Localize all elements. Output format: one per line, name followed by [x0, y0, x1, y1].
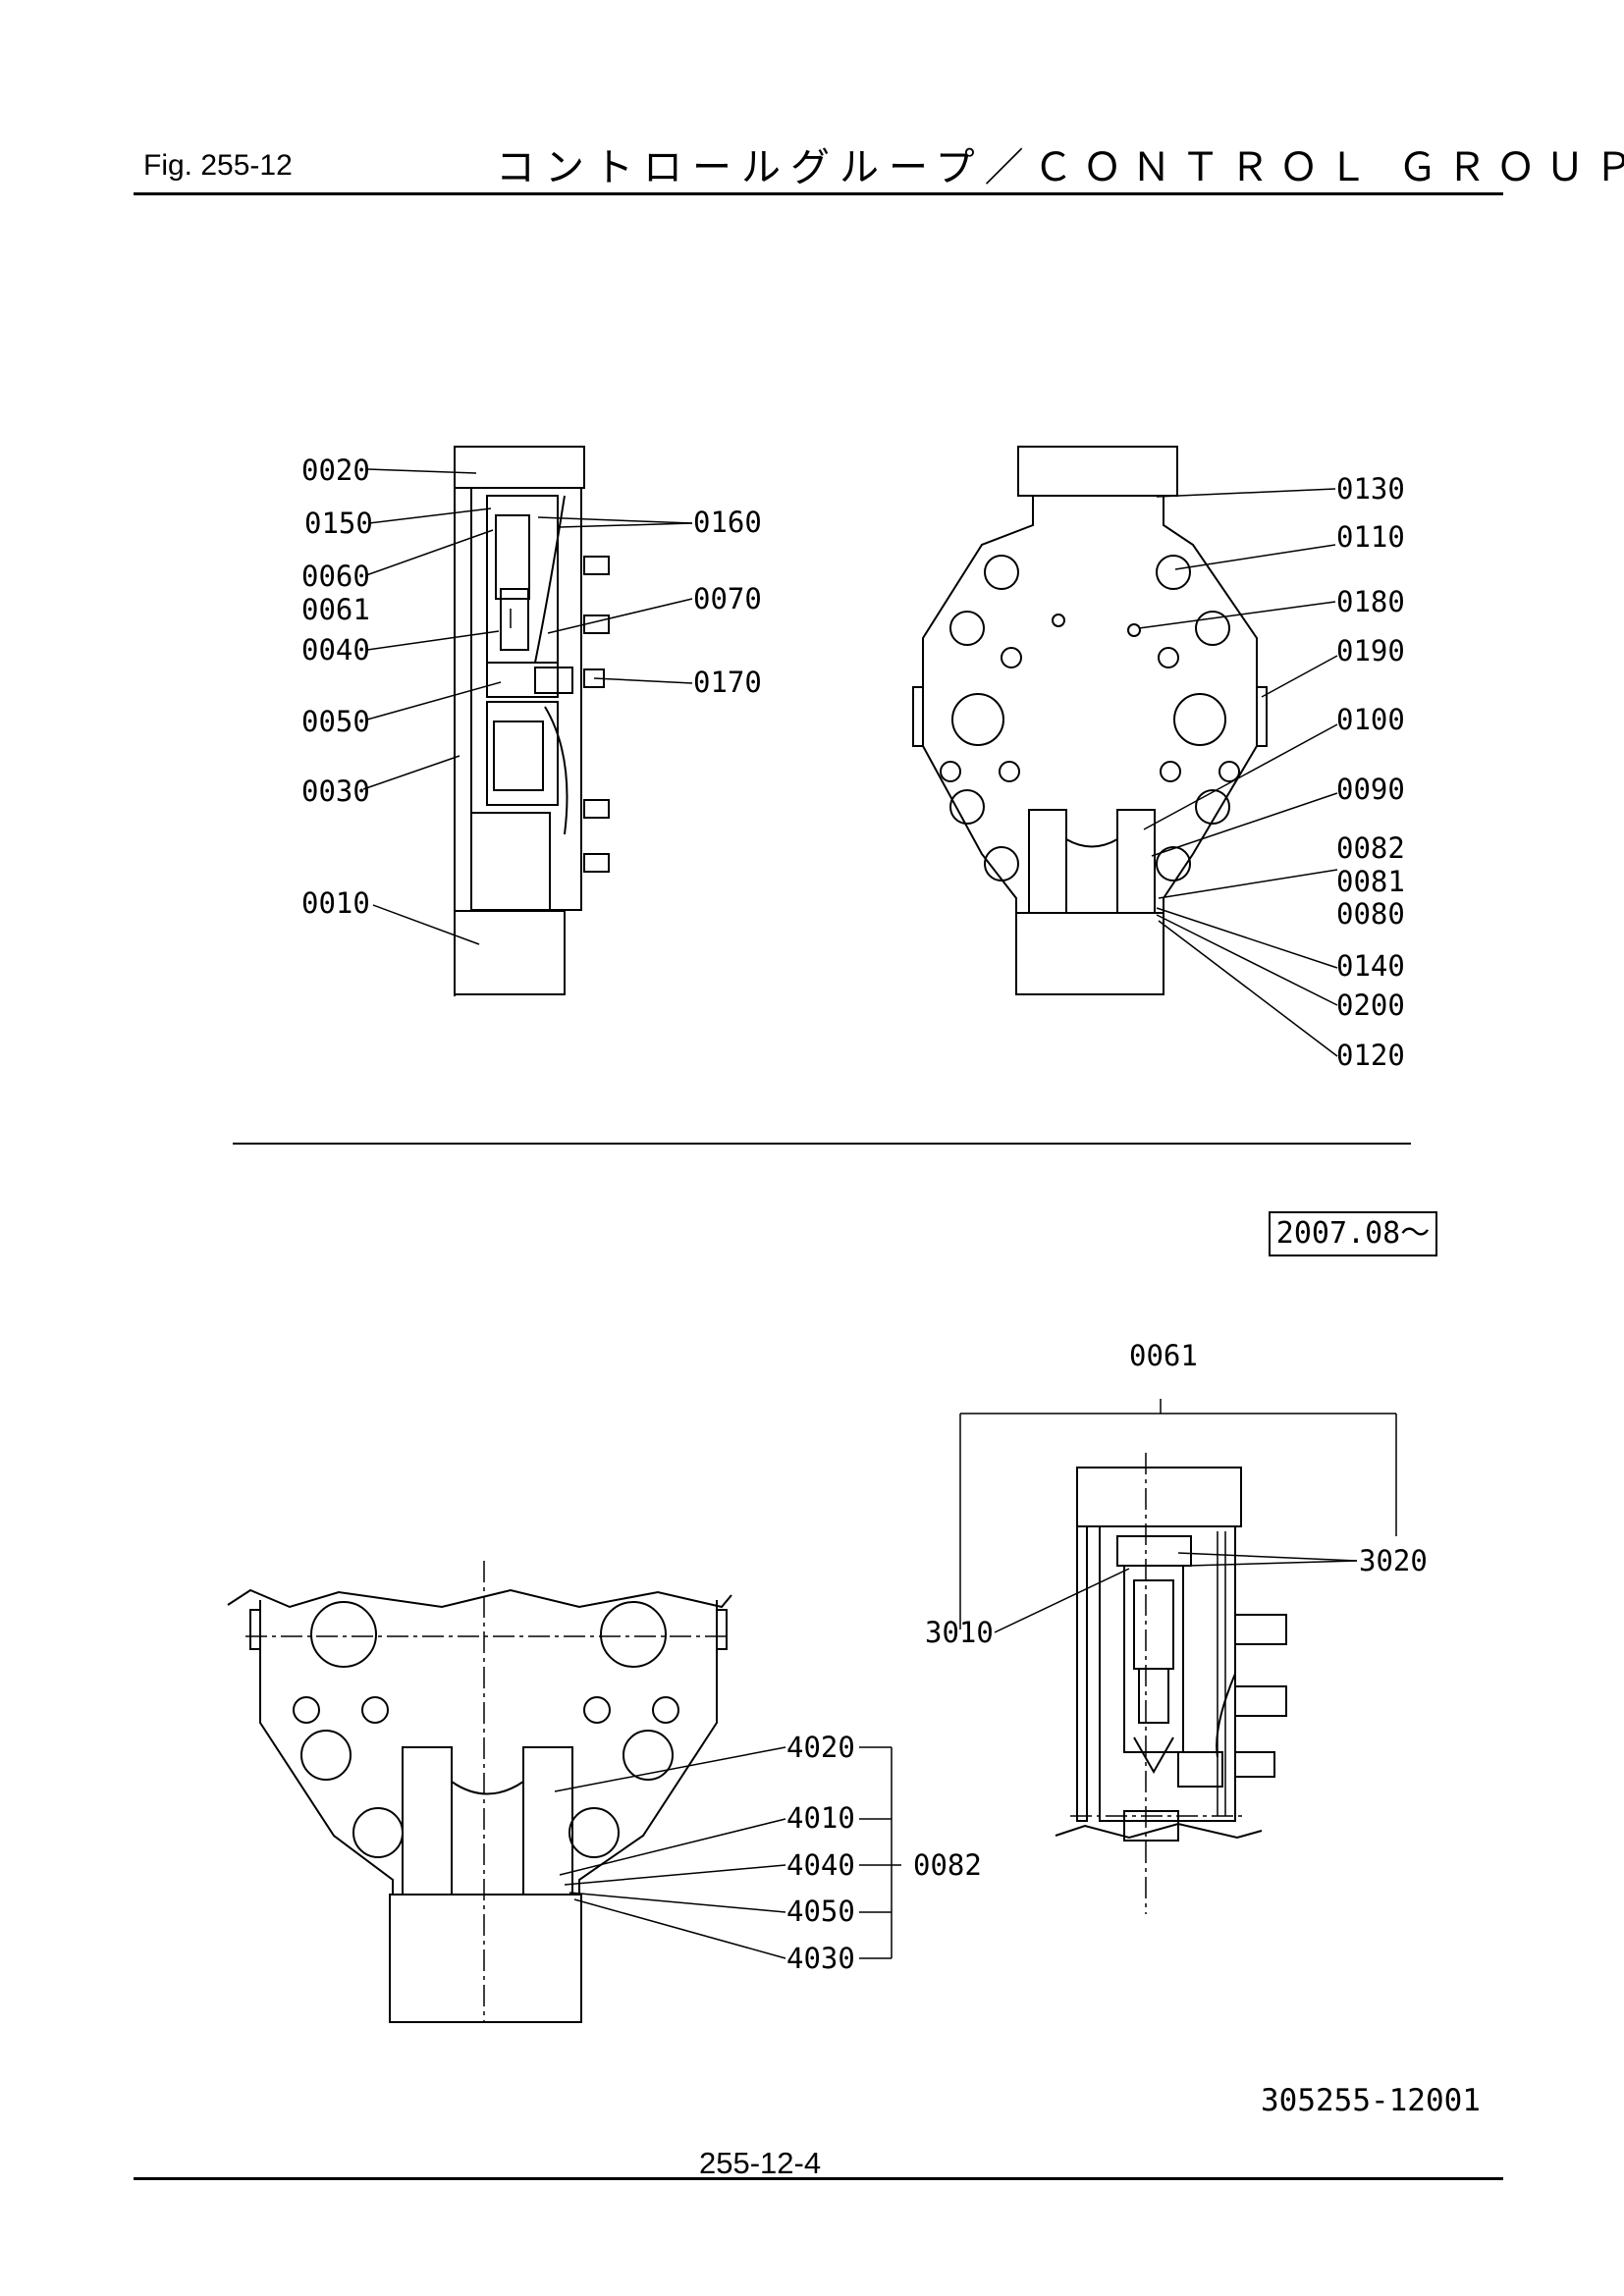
label-4010: 4010	[786, 1801, 855, 1835]
label-0020: 0020	[301, 454, 370, 487]
side-view-leaders	[362, 468, 693, 945]
detail-0082-drawing	[227, 1561, 732, 2023]
figure-number: Fig. 255-12	[143, 149, 293, 182]
detail-0082-leaders	[554, 1746, 901, 1959]
label-0190: 0190	[1336, 634, 1405, 667]
date-range-box: 2007.08～	[1269, 1211, 1437, 1256]
label-4030: 4030	[786, 1942, 855, 1975]
label-0050: 0050	[301, 705, 370, 738]
label-0130: 0130	[1336, 472, 1405, 506]
label-0061-group: 0061	[1129, 1339, 1198, 1372]
label-0140: 0140	[1336, 949, 1405, 983]
detail-0061-leaders	[994, 1552, 1358, 1633]
label-4020: 4020	[786, 1731, 855, 1764]
page-number: 255-12-4	[699, 2146, 822, 2180]
label-0110: 0110	[1336, 520, 1405, 554]
label-0100: 0100	[1336, 703, 1405, 736]
page-title: コントロールグループ／ＣＯＮＴＲＯＬ ＧＲＯＵＰ	[496, 146, 1624, 189]
side-view-drawing	[454, 446, 610, 996]
label-0082: 0082	[1336, 831, 1405, 865]
label-0010: 0010	[301, 886, 370, 920]
detail-0061-drawing	[959, 1399, 1397, 1914]
section-divider	[233, 1143, 1411, 1145]
drawing-number: 305255-12001	[1261, 2083, 1481, 2118]
label-0030: 0030	[301, 774, 370, 808]
label-0081: 0081	[1336, 865, 1405, 898]
label-0180: 0180	[1336, 585, 1405, 618]
label-0080: 0080	[1336, 897, 1405, 931]
label-0070: 0070	[693, 582, 762, 615]
label-0061: 0061	[301, 593, 370, 626]
label-0150: 0150	[304, 507, 373, 540]
label-3010: 3010	[925, 1616, 994, 1649]
label-0120: 0120	[1336, 1039, 1405, 1072]
label-0160: 0160	[693, 506, 762, 539]
label-0200: 0200	[1336, 988, 1405, 1022]
label-0060: 0060	[301, 560, 370, 593]
label-0090: 0090	[1336, 773, 1405, 806]
front-view-drawing	[912, 446, 1268, 995]
label-4050: 4050	[786, 1895, 855, 1928]
label-4040: 4040	[786, 1848, 855, 1882]
header-rule	[134, 192, 1503, 195]
label-3020: 3020	[1359, 1544, 1428, 1577]
label-0082-group: 0082	[913, 1848, 982, 1882]
label-0170: 0170	[693, 666, 762, 699]
front-view-leaders	[1138, 488, 1338, 1057]
label-0040: 0040	[301, 633, 370, 667]
footer-rule	[134, 2177, 1503, 2180]
